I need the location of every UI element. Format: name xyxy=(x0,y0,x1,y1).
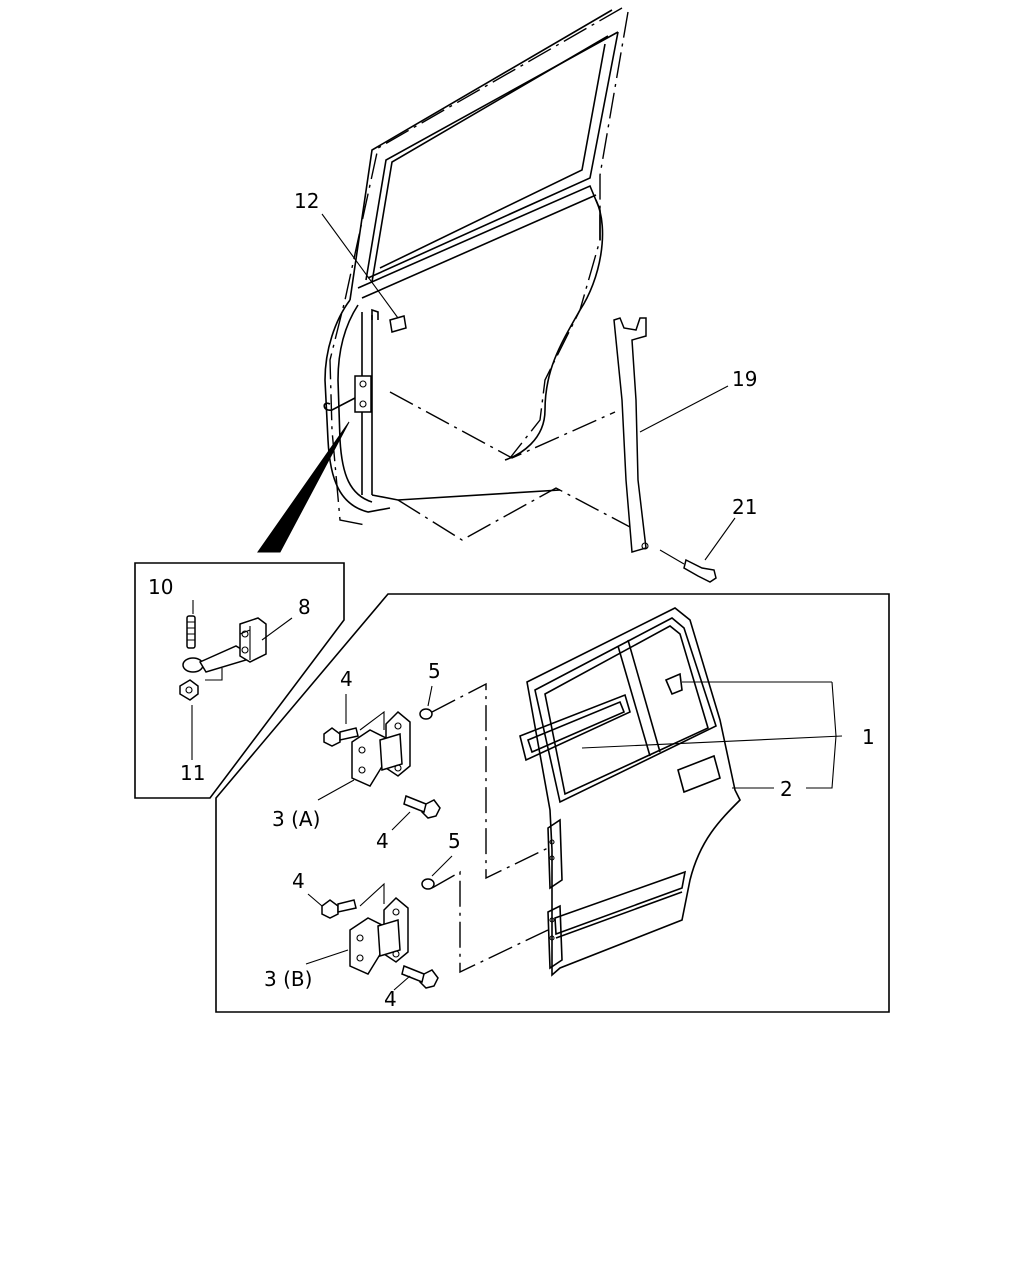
check-link-detail-inset xyxy=(134,562,345,799)
label-tag-12 xyxy=(389,315,407,333)
callout-1: 1 xyxy=(862,725,875,749)
callout-5-b: 5 xyxy=(448,829,461,853)
upper-hinge-3a xyxy=(351,710,411,787)
callout-4-a: 4 xyxy=(340,667,353,691)
bolt-21 xyxy=(659,549,717,583)
door-hinge-detail-box xyxy=(215,593,890,1013)
hinge-alignment-guides xyxy=(359,682,549,974)
callout-11: 11 xyxy=(180,761,205,785)
callout-4-d: 4 xyxy=(384,987,397,1011)
callout-4-c: 4 xyxy=(292,869,305,893)
callout-8: 8 xyxy=(298,595,311,619)
lower-hinge-3b xyxy=(349,896,409,975)
door-outline-guides xyxy=(389,391,631,541)
callout-10: 10 xyxy=(148,575,173,599)
callout-19: 19 xyxy=(732,367,757,391)
callout-3b: 3 (B) xyxy=(264,967,312,991)
callout-4-b: 4 xyxy=(376,829,389,853)
callout-labels: 12 19 21 10 8 11 4 5 1 2 3 (A) 4 5 4 3 (… xyxy=(148,189,875,1011)
callout-3a: 3 (A) xyxy=(272,807,320,831)
callout-5-a: 5 xyxy=(428,659,441,683)
rear-door-panel xyxy=(519,607,741,977)
door-check-strap xyxy=(613,317,649,553)
callout-2: 2 xyxy=(780,777,793,801)
detail-pointer xyxy=(257,421,350,553)
door-opening-frame xyxy=(323,7,629,526)
hinge-bolts-4 xyxy=(321,727,441,989)
leader-lines xyxy=(305,213,843,991)
callout-12: 12 xyxy=(294,189,319,213)
washers-5 xyxy=(419,708,435,890)
callout-21: 21 xyxy=(732,495,757,519)
